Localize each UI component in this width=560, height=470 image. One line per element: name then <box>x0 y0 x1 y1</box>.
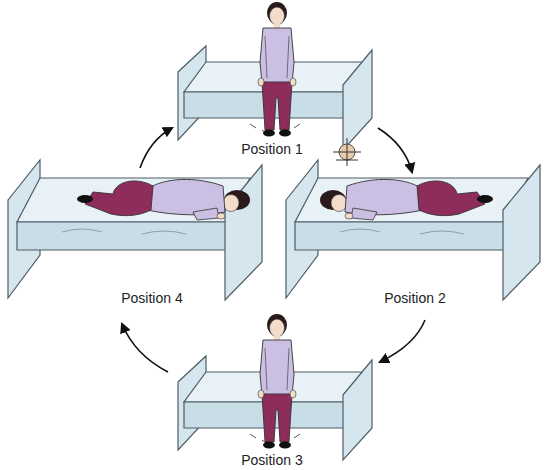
bed <box>8 160 262 300</box>
crosshair-symbol <box>333 138 361 166</box>
standing-patient <box>258 2 296 137</box>
standing-patient <box>258 314 296 449</box>
cycle-arrows <box>122 128 425 372</box>
bed <box>286 160 540 300</box>
lying-patient <box>320 179 493 220</box>
position-label: Position 1 <box>241 141 302 157</box>
lying-patient <box>77 179 250 220</box>
position-label: Position 4 <box>121 290 182 306</box>
position-label: Position 2 <box>384 290 445 306</box>
position-label: Position 3 <box>241 452 302 468</box>
